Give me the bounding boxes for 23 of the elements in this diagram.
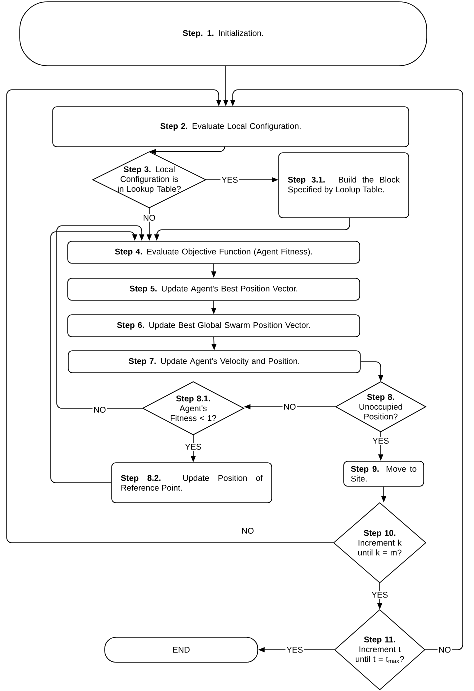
process-box: Step 7. Update Agent's Velocity and Position. (68, 350, 361, 374)
edge-label: NO (438, 646, 452, 654)
process-box: Step 6. Update Best Global Swarm Position Vector. (68, 314, 360, 338)
edge-label: NO (282, 403, 298, 411)
edge-label: YES (220, 176, 240, 184)
process-box: Step 3.1. Build the Block Specified by Loolup Table. (278, 152, 410, 218)
edge-label: YES (184, 443, 203, 451)
edge-label: NO (92, 406, 108, 414)
arrow (56, 226, 145, 409)
edge-label: NO (142, 214, 157, 222)
process-box: Step 9. Move to Site. (344, 461, 424, 487)
process-box: Step 5. Update Agent's Best Position Vector. (68, 278, 360, 301)
process-box: Step 2. Evaluate Local Configuration. (52, 106, 410, 148)
edge-label: YES (372, 437, 390, 445)
edge-label: YES (286, 646, 304, 654)
terminal-box: END (104, 637, 258, 663)
process-box: Step 8.2. Update Position of Reference Point. (112, 462, 272, 504)
edge-label: YES (370, 591, 390, 599)
terminal-box: Step. 1. Initialization. (20, 2, 428, 66)
arrow (6, 90, 334, 544)
process-box: Step 4. Evaluate Objective Function (Agent Fitness). (68, 241, 360, 264)
arrow (50, 232, 138, 484)
edge-label: NO (240, 527, 256, 535)
